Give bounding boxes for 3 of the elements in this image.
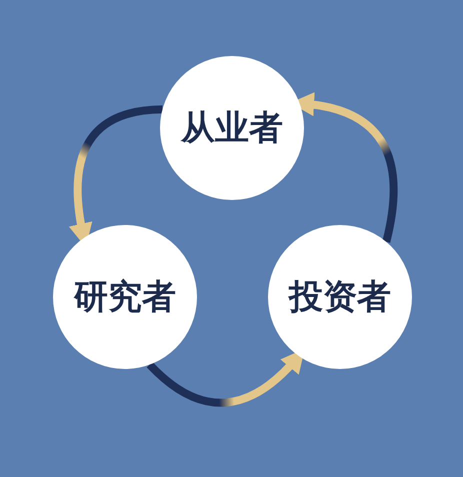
node-label: 从业者 xyxy=(181,107,283,150)
node-label: 研究者 xyxy=(74,276,176,319)
node-label: 投资者 xyxy=(289,276,391,319)
